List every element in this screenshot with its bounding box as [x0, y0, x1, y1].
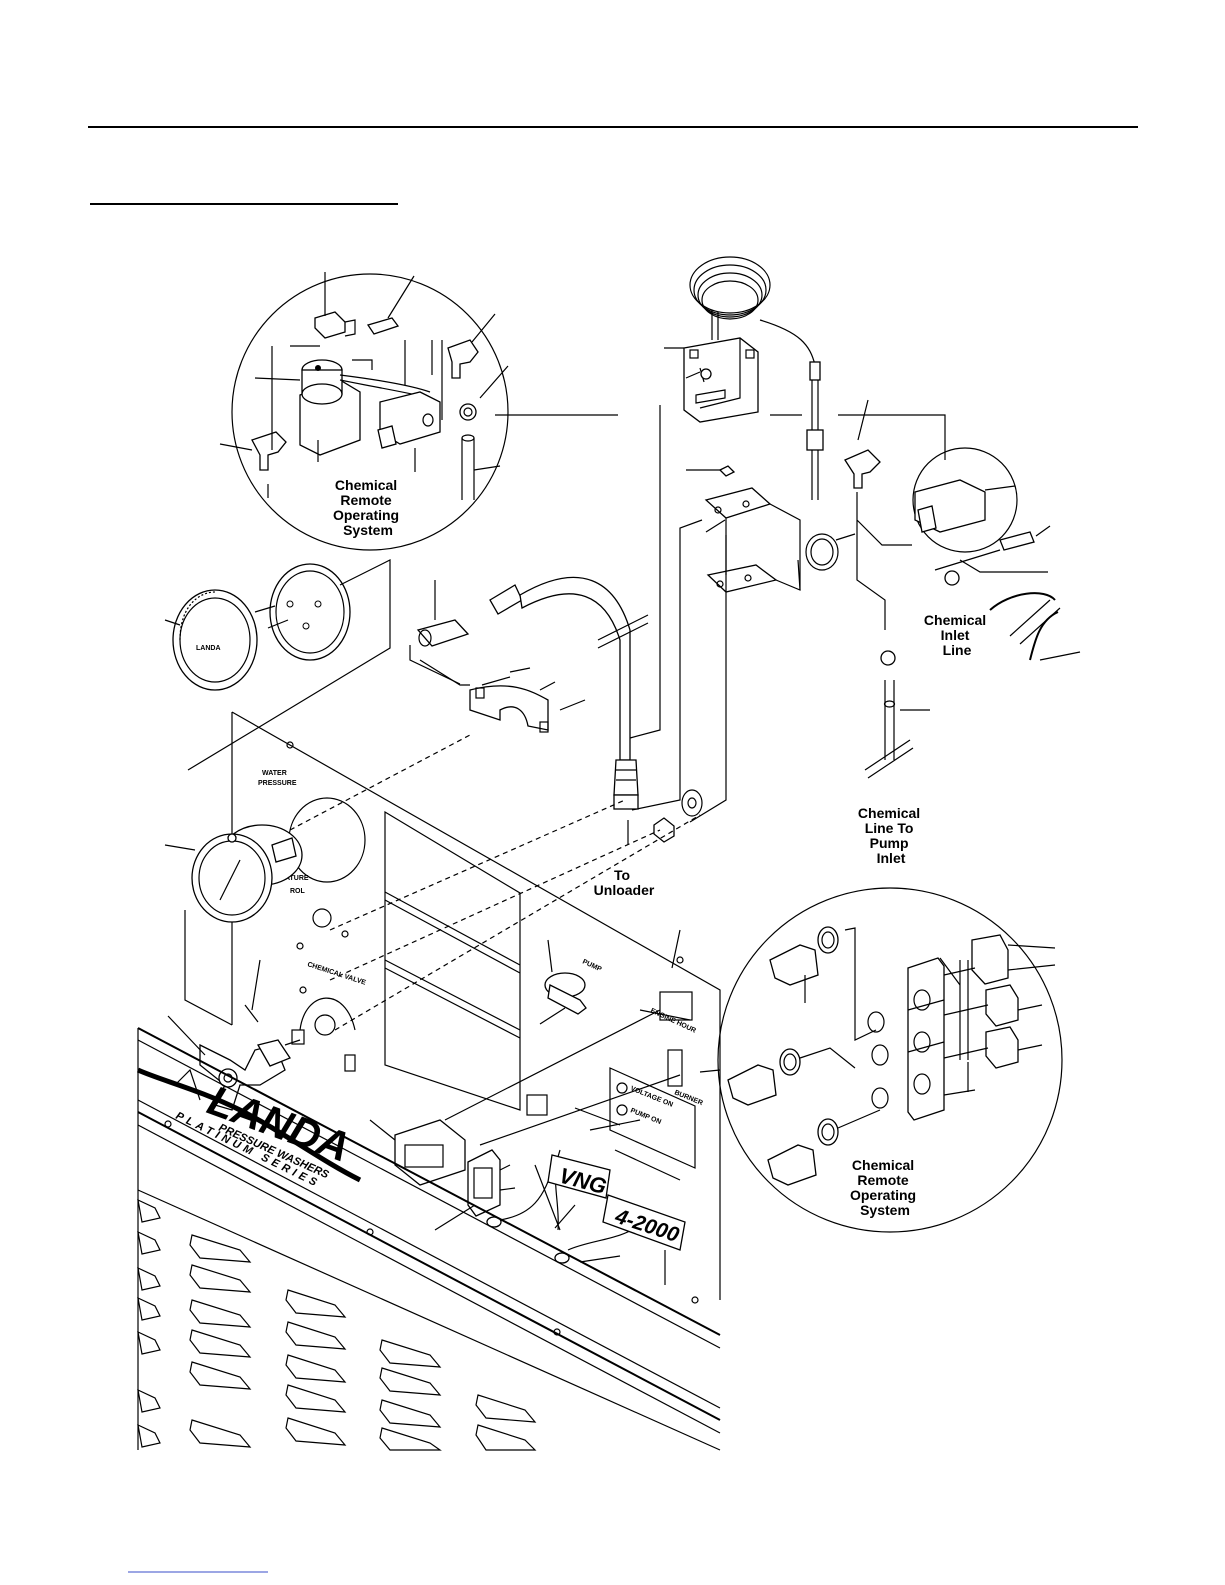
mounting-bracket	[632, 466, 800, 822]
chem-remote-top-label: Chemical Remote Operating System	[333, 477, 403, 538]
chemical-valve-text: CHEMICAL VALVE	[306, 961, 367, 987]
water-pressure-text: WATER PRESSURE	[258, 770, 297, 787]
cabinet-louvers	[138, 1200, 535, 1450]
voltage-on-text: VOLTAGE ON	[629, 1085, 674, 1108]
temperature-control-assembly	[630, 257, 945, 738]
chemical-line-to-pump: Chemical Line To Pump Inlet	[858, 680, 930, 866]
chemical-remote-detail-bottom: Chemical Remote Operating System	[718, 888, 1062, 1232]
chem-inlet-label: Chemical Inlet Line	[924, 612, 990, 658]
pressure-hose: To Unloader	[410, 577, 702, 898]
unloader-label: To Unloader	[594, 867, 655, 898]
chemical-inlet-detail: Chemical Inlet Line	[845, 400, 1080, 665]
pump-on-text: PUMP ON	[629, 1107, 662, 1126]
chem-remote-bottom-label: Chemical Remote Operating System	[850, 1157, 920, 1218]
hourmeter-and-switch: VNG 4-2000	[370, 1010, 685, 1285]
gauge-clamp-bracket	[420, 660, 585, 732]
knob-brand-text: LANDA	[196, 645, 221, 652]
chem-line-pump-label: Chemical Line To Pump Inlet	[858, 805, 924, 866]
pump-text: PUMP	[581, 958, 603, 973]
chemical-remote-detail-top: Chemical Remote Operating System	[220, 272, 618, 550]
